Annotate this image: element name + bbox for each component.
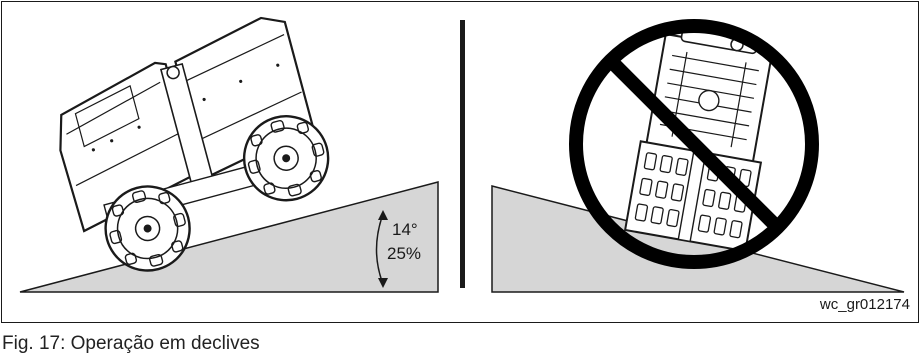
divider — [460, 20, 465, 288]
angle-degrees-label: 14° — [392, 220, 418, 240]
figure-reference-code: wc_gr012174 — [820, 296, 910, 313]
figure-illustration — [0, 0, 922, 330]
angle-percent-label: 25% — [387, 244, 421, 264]
figure-caption: Fig. 17: Operação em declives — [2, 333, 260, 355]
